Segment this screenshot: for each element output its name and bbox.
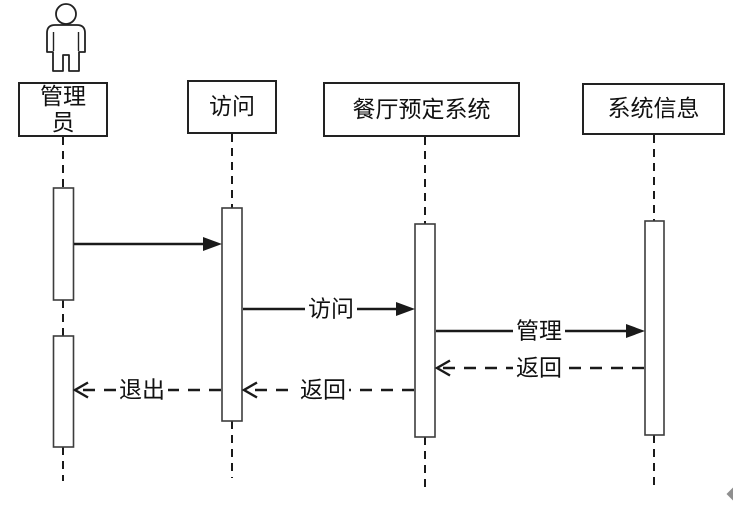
lifeline-label-reservation-system: 餐厅预定系统 [352,96,491,122]
message-admin-to-access[interactable] [74,237,222,251]
activation-bar-access[interactable] [221,207,243,422]
arrowhead-filled-icon [626,324,645,338]
lifeline-head-admin[interactable]: 管理员 [18,82,108,137]
activation-bar-reservation-system[interactable] [414,223,436,438]
message-label-return-2: 返回 [297,377,349,403]
activation-bar-admin-1[interactable] [52,187,75,301]
arrowhead-open-icon [72,381,89,399]
arrowhead-open-icon [241,381,258,399]
message-label-manage: 管理 [513,318,565,344]
actor-head [55,3,77,25]
activation-bar-system-info[interactable] [644,220,665,436]
message-label-return-1: 返回 [513,355,565,381]
message-info-return[interactable] [434,359,644,377]
lifeline-head-reservation-system[interactable]: 餐厅预定系统 [323,82,520,137]
message-system-return[interactable] [241,381,414,399]
scroll-left-arrow-icon[interactable] [726,487,733,501]
arrowhead-open-icon [434,359,451,377]
actor-icon[interactable] [46,3,86,72]
actor-body [46,24,86,72]
lifeline-head-access[interactable]: 访问 [187,80,277,134]
arrowhead-filled-icon [396,302,415,316]
lifeline-label-admin: 管理员 [40,83,86,135]
arrowhead-filled-icon [203,237,222,251]
message-label-access: 访问 [305,296,357,322]
lifeline-label-system-info: 系统信息 [607,96,700,121]
activation-bar-admin-2[interactable] [52,335,75,448]
lifeline-label-access: 访问 [209,94,255,119]
message-label-exit: 退出 [116,377,168,403]
lifeline-head-system-info[interactable]: 系统信息 [582,83,725,135]
